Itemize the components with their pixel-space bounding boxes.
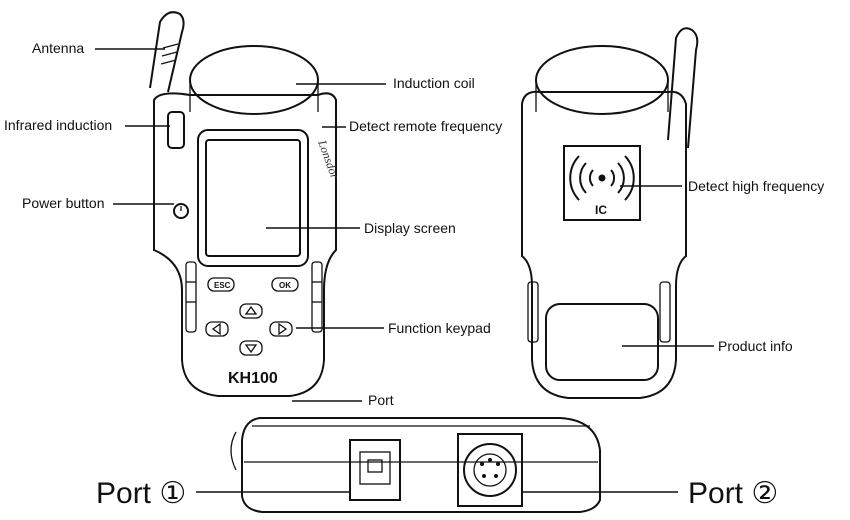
power-button-icon bbox=[173, 203, 189, 219]
model-name: KH100 bbox=[228, 370, 278, 387]
esc-key bbox=[207, 277, 235, 292]
infrared-window bbox=[167, 111, 185, 149]
port-2-socket bbox=[457, 433, 523, 507]
up-key bbox=[239, 303, 263, 319]
label-function-keypad: Function keypad bbox=[388, 320, 491, 336]
label-antenna: Antenna bbox=[32, 40, 84, 56]
bottom-body bbox=[241, 417, 601, 513]
ok-key-label: OK bbox=[279, 281, 291, 290]
back-device: IC bbox=[521, 27, 699, 399]
label-detect-high-frequency: Detect high frequency bbox=[688, 178, 824, 194]
label-port-1: Port ① bbox=[96, 477, 186, 510]
ok-key bbox=[271, 277, 299, 292]
left-key bbox=[205, 321, 229, 337]
down-key bbox=[239, 340, 263, 356]
product-info-panel bbox=[545, 303, 659, 381]
function-keypad bbox=[205, 303, 293, 356]
label-power-button: Power button bbox=[22, 195, 105, 211]
label-display-screen: Display screen bbox=[364, 220, 456, 236]
high-frequency-badge bbox=[563, 145, 641, 221]
callout-lines bbox=[95, 48, 714, 493]
back-induction-coil bbox=[535, 45, 669, 115]
right-key bbox=[269, 321, 293, 337]
label-detect-remote-frequency: Detect remote frequency bbox=[349, 118, 502, 134]
front-induction-coil bbox=[189, 45, 319, 115]
front-device: Lonsdor ESC OK KH100 bbox=[149, 11, 342, 397]
esc-key-label: ESC bbox=[214, 281, 231, 290]
back-antenna bbox=[667, 27, 699, 149]
bottom-device bbox=[230, 417, 601, 513]
brand-logo: Lonsdor bbox=[315, 137, 342, 181]
port-1-socket bbox=[349, 439, 401, 501]
display-bezel bbox=[197, 129, 309, 267]
label-infrared-induction: Infrared induction bbox=[4, 117, 112, 133]
label-port-2: Port ② bbox=[688, 477, 778, 510]
label-induction-coil: Induction coil bbox=[393, 75, 475, 91]
ic-badge-label: IC bbox=[595, 203, 607, 217]
label-port: Port bbox=[368, 392, 394, 408]
display-screen bbox=[205, 139, 301, 257]
front-antenna bbox=[149, 11, 185, 93]
back-body bbox=[521, 90, 687, 399]
label-product-info: Product info bbox=[718, 338, 793, 354]
front-body bbox=[153, 92, 337, 397]
